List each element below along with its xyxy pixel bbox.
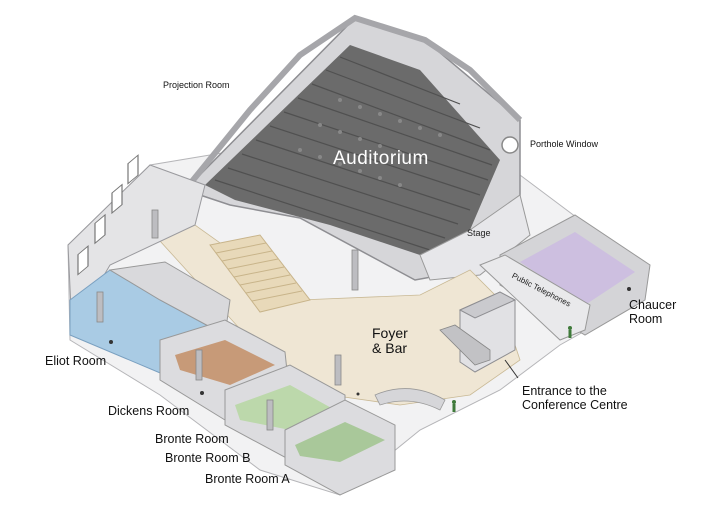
bar-counter bbox=[439, 324, 491, 366]
room-markers bbox=[109, 287, 631, 396]
seat-rows bbox=[214, 56, 493, 251]
entrance-label: Entrance to the Conference Centre bbox=[522, 384, 628, 413]
chaucer-room-label-line1: Chaucer bbox=[629, 298, 677, 312]
seat-dots bbox=[298, 98, 442, 187]
columns bbox=[96, 209, 359, 431]
stage-label: Stage bbox=[467, 228, 491, 238]
eliot-room-wall bbox=[108, 261, 231, 336]
chaucer-room-floor bbox=[520, 232, 635, 305]
telephones-corridor bbox=[479, 254, 591, 341]
west-windows bbox=[77, 154, 139, 276]
bronte-room-a-label: Bronte Room A bbox=[205, 472, 290, 486]
chaucer-room-label: Chaucer Room bbox=[629, 298, 677, 327]
bronte-room-b-label: Bronte Room B bbox=[165, 451, 251, 465]
auditorium-label: Auditorium bbox=[333, 148, 429, 169]
eliot-room-label: Eliot Room bbox=[45, 354, 107, 368]
chaucer-room-label-line2: Room bbox=[629, 311, 663, 326]
staircase bbox=[209, 234, 311, 313]
foyer-label-line1: Foyer bbox=[372, 325, 408, 341]
entrance-leader bbox=[504, 359, 519, 379]
entrance-roof bbox=[458, 291, 517, 319]
person-figures bbox=[452, 326, 572, 412]
auditorium-roof-edge bbox=[182, 14, 523, 192]
bronte-room-a-floor bbox=[295, 422, 385, 462]
porthole-window-label: Porthole Window bbox=[530, 139, 599, 149]
foyer-label-line2: & Bar bbox=[372, 340, 408, 357]
entrance-ramp bbox=[374, 388, 446, 411]
entrance-label-line2: Conference Centre bbox=[522, 397, 628, 412]
foyer-label: Foyer & Bar bbox=[372, 325, 408, 357]
dickens-room-label: Dickens Room bbox=[108, 404, 190, 418]
auditorium-seating bbox=[205, 45, 500, 255]
stage-area bbox=[419, 194, 531, 281]
porthole-window-shape bbox=[501, 136, 519, 154]
bronte-room-label: Bronte Room bbox=[155, 432, 229, 446]
entrance-label-line1: Entrance to the bbox=[522, 384, 607, 398]
projection-room-label: Projection Room bbox=[163, 80, 230, 90]
